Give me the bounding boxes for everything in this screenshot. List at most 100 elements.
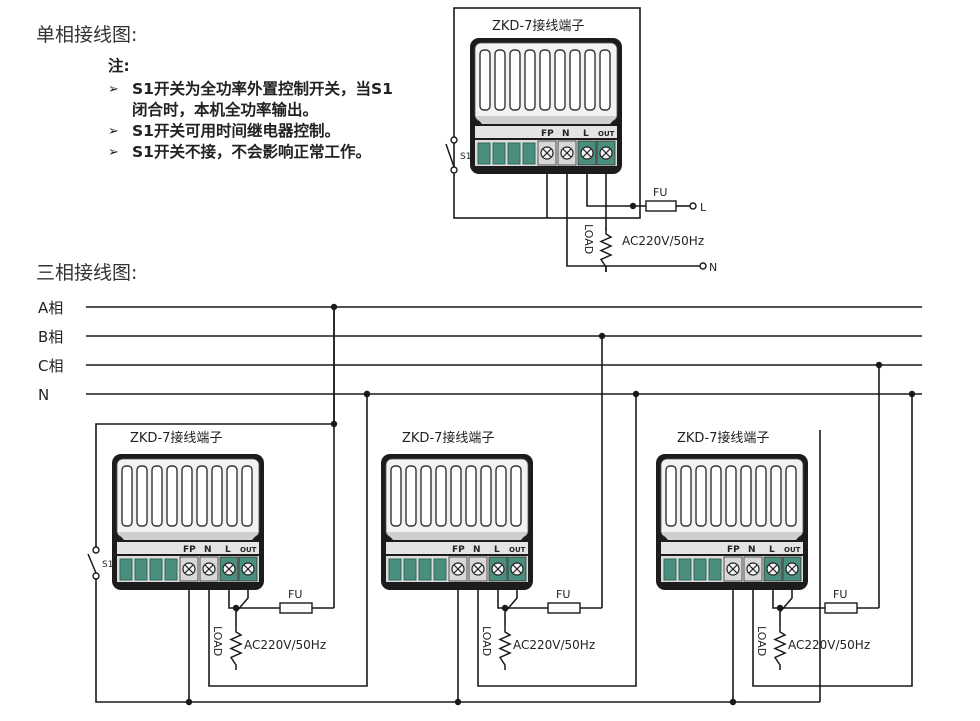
junction-dot [875, 361, 883, 369]
screw-slot [748, 564, 758, 574]
fuse-label: FU [288, 588, 302, 601]
terminal-point [699, 262, 707, 270]
heat-sink-fin [710, 465, 722, 527]
supply-label: AC220V/50Hz [622, 234, 704, 248]
bullet-arrow-icon: ➢ [108, 124, 119, 139]
heat-sink-fin [770, 465, 782, 527]
terminal-label-strip [117, 542, 259, 554]
screw-slot [768, 564, 778, 574]
device-title: ZKD-7接线端子 [130, 430, 222, 446]
supply-label: AC220V/50Hz [788, 638, 870, 652]
wire-line [586, 174, 640, 207]
heat-sink-fin [569, 49, 581, 111]
wire-fp-common [95, 579, 820, 703]
screw-slot [542, 148, 552, 158]
heat-sink-fin [509, 49, 521, 111]
screw-slot [493, 564, 503, 574]
line-label: L [700, 201, 707, 214]
blank-terminal [119, 558, 133, 581]
supply-label: AC220V/50Hz [244, 638, 326, 652]
fuse-label: FU [556, 588, 570, 601]
heat-sink-fin [599, 49, 611, 111]
fuse-icon [824, 602, 858, 614]
device-title: ZKD-7接线端子 [677, 430, 769, 446]
terminal-label: L [583, 129, 589, 139]
heat-sink-base [117, 532, 259, 540]
blank-terminal [492, 142, 506, 165]
heat-sink-fin [226, 465, 238, 527]
wire-neutral [208, 394, 368, 687]
terminal-block [381, 454, 533, 590]
heat-sink-fin [479, 49, 491, 111]
junction-dot [629, 202, 637, 210]
note-text: S1开关可用时间继电器控制。 [132, 122, 340, 140]
heat-sink-fin [680, 465, 692, 527]
heat-sink-fin [740, 465, 752, 527]
heat-sink-fin [211, 465, 223, 527]
wire-out [779, 590, 793, 626]
load-label: LOAD [755, 626, 768, 656]
junction-dot [330, 420, 338, 428]
heat-sink-fin [196, 465, 208, 527]
screw-slot [562, 148, 572, 158]
heat-sink-fin [435, 465, 447, 527]
terminal-point [450, 136, 458, 144]
blank-terminal [708, 558, 722, 581]
supply-label: AC220V/50Hz [513, 638, 595, 652]
heat-sink-fin [420, 465, 432, 527]
wire-neutral [566, 174, 700, 267]
heat-sink-fin [241, 465, 253, 527]
terminal-label-strip [475, 126, 617, 138]
fuse-label: FU [833, 588, 847, 601]
blank-terminal [693, 558, 707, 581]
terminal-point [450, 166, 458, 174]
wire-s1-loop [95, 307, 335, 548]
terminal-label: N [204, 545, 212, 555]
terminal-label: L [225, 545, 231, 555]
terminal-label: N [473, 545, 481, 555]
heat-sink-fin [480, 465, 492, 527]
terminal-block [470, 38, 622, 174]
terminal-label: FP [452, 545, 465, 555]
load-resistor-icon [498, 626, 512, 670]
heat-sink-fin [524, 49, 536, 111]
terminal-block [112, 454, 264, 590]
terminal-label: L [769, 545, 775, 555]
blank-terminal [164, 558, 178, 581]
terminal-label: N [562, 129, 570, 139]
heat-sink-fin [584, 49, 596, 111]
blank-terminal [663, 558, 677, 581]
junction-dot [632, 390, 640, 398]
phase-label: B相 [38, 328, 63, 346]
heat-sink-fin [785, 465, 797, 527]
device-title: ZKD-7接线端子 [492, 18, 584, 34]
heat-sink-fin [725, 465, 737, 527]
heat-sink-base [475, 116, 617, 124]
screw-slot [728, 564, 738, 574]
heat-sink-fin [136, 465, 148, 527]
phase-label: C相 [38, 357, 63, 375]
terminal-label-strip [386, 542, 528, 554]
heat-sink-fin [181, 465, 193, 527]
heat-sink-base [661, 532, 803, 540]
terminal-label: N [748, 545, 756, 555]
wire-neutral [752, 394, 913, 687]
fuse-icon [645, 200, 677, 212]
blank-terminal [403, 558, 417, 581]
screw-slot [512, 564, 522, 574]
junction-dot [363, 390, 371, 398]
screw-slot [582, 148, 592, 158]
heat-sink-fin [151, 465, 163, 527]
blank-terminal [507, 142, 521, 165]
device-title: ZKD-7接线端子 [402, 430, 494, 446]
terminal-label-strip [661, 542, 803, 554]
blank-terminal [134, 558, 148, 581]
phase-label: A相 [38, 299, 63, 317]
terminal-label: FP [541, 129, 554, 139]
blank-terminal [522, 142, 536, 165]
neutral-label: N [709, 261, 717, 274]
screw-slot [601, 148, 611, 158]
terminal-label: OUT [509, 546, 526, 554]
heat-sink-fin [539, 49, 551, 111]
